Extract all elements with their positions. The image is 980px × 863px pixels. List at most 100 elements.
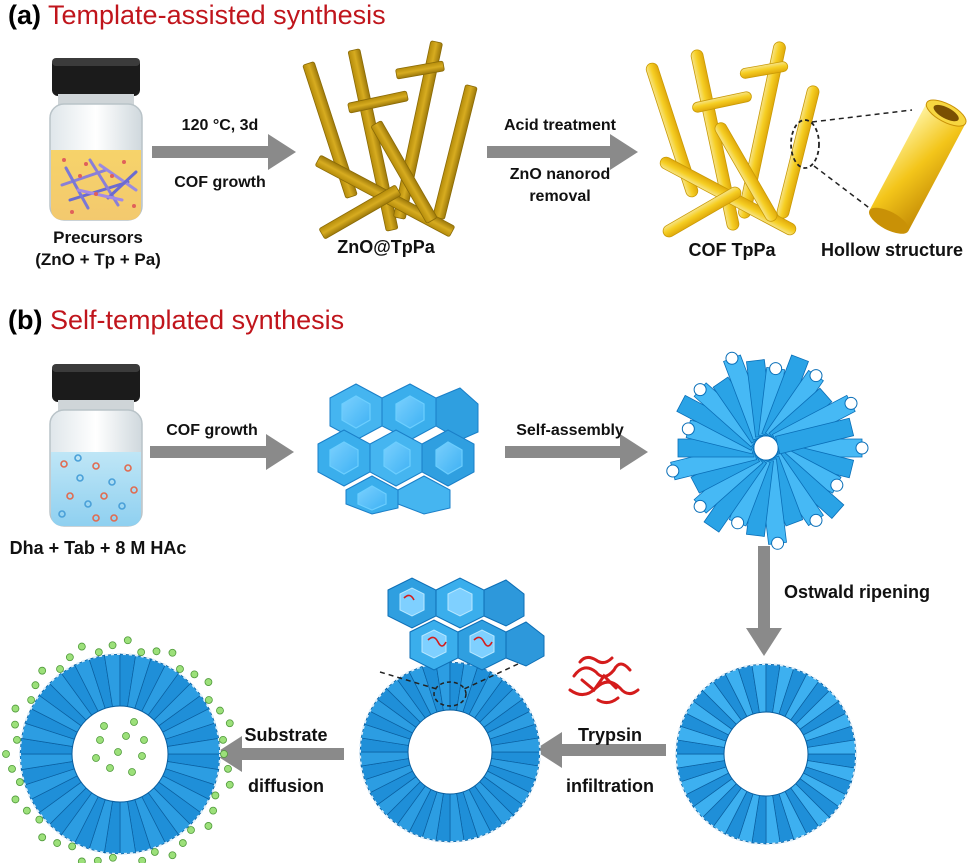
substrate-dot <box>122 732 130 740</box>
panel-a-tag: (a) <box>8 0 41 30</box>
sphere-pore <box>769 362 783 376</box>
substrate-dot <box>8 764 16 773</box>
arrow-b3 <box>746 546 782 656</box>
panel-a-title: (a) Template-assisted synthesis <box>8 0 386 31</box>
sphere-pore <box>693 499 707 513</box>
hollow-sphere-left <box>19 653 221 855</box>
sphere-pore <box>855 441 869 455</box>
substrate-dot <box>190 670 199 679</box>
substrate-dot <box>93 856 102 863</box>
substrate-dot <box>15 778 24 786</box>
substrate-dot <box>35 815 44 824</box>
substrate-dot <box>27 696 36 704</box>
substrate-dot <box>11 720 19 729</box>
substrate-dot <box>150 848 159 856</box>
substrate-dot <box>65 653 74 662</box>
zno-tppa-rods <box>302 40 478 239</box>
substrate-dot <box>109 853 117 862</box>
arrow-a2-top-label: Acid treatment <box>503 117 617 134</box>
substrate-dot <box>225 780 234 789</box>
substrate-dot <box>53 839 62 847</box>
substrate-dot <box>220 750 228 758</box>
arrow-b5 <box>214 736 344 772</box>
substrate-dots <box>2 636 234 863</box>
substrate-dot <box>38 833 47 842</box>
sphere-pore <box>725 351 739 365</box>
substrate-dot <box>204 822 213 830</box>
substrate-dot <box>224 764 232 773</box>
substrate-dot <box>106 764 114 772</box>
arrow-b2-label: Self-assembly <box>516 422 624 439</box>
zoom-circle <box>790 119 820 169</box>
sphere-core <box>754 436 778 460</box>
substrate-dot <box>92 754 100 762</box>
magnify-circle <box>433 681 467 707</box>
sphere-pore <box>830 478 844 492</box>
cof-crystal-cluster <box>317 383 479 515</box>
panel-a <box>49 40 967 239</box>
substrate-dot <box>96 736 104 744</box>
sphere-pore <box>693 383 707 397</box>
substrate-dot <box>11 795 20 804</box>
arrow-b3-label: Ostwald ripening <box>784 582 931 602</box>
panel-b-title: (b) Self-templated synthesis <box>8 305 344 336</box>
enzyme-loaded-cluster <box>387 577 545 671</box>
sphere-pore <box>809 369 823 383</box>
substrate-dot <box>204 678 213 686</box>
substrate-dot <box>114 748 122 756</box>
substrate-dot <box>211 791 220 800</box>
sphere-pore <box>809 513 823 527</box>
substrate-dot <box>152 647 161 656</box>
substrate-dot <box>68 842 77 851</box>
ring-outer-edge <box>675 663 857 845</box>
trypsin-enzyme-icon <box>568 655 640 705</box>
substrate-dot <box>2 750 10 758</box>
monomer-label: Dha + Tab + 8 M HAc <box>9 538 187 558</box>
ring-cavity <box>407 709 493 795</box>
sphere-pore <box>681 422 695 436</box>
substrate-dot <box>176 665 184 673</box>
substrate-dot <box>13 735 21 744</box>
arrow-a2-bottom-label-2: removal <box>529 188 591 205</box>
ring-outer-edge <box>19 653 221 855</box>
precursor-label-2: (ZnO + Tp + Pa) <box>35 250 161 269</box>
precursor-vial-icon <box>49 58 143 221</box>
sphere-pore <box>771 536 785 550</box>
substrate-dot <box>219 735 227 744</box>
arrow-b1 <box>150 434 294 470</box>
sphere-prism <box>775 417 855 455</box>
substrate-dot <box>38 666 47 675</box>
cof-tppa-tubes <box>645 41 820 238</box>
arrow-b4-top-label: Trypsin <box>577 725 643 745</box>
substrate-dot <box>22 806 31 815</box>
substrate-dot <box>138 856 147 863</box>
arrow-a1-top-label: 120 °C, 3d <box>181 117 259 134</box>
monomer-vial-icon <box>49 364 143 527</box>
substrate-dot <box>11 704 20 713</box>
substrate-dot <box>178 839 187 847</box>
substrate-dot <box>137 648 146 657</box>
precursor-label-1: Precursors <box>53 228 143 247</box>
hollow-sphere-middle <box>359 661 541 843</box>
ring-cavity <box>723 711 809 797</box>
arrow-b5-bottom-label: diffusion <box>248 776 324 796</box>
substrate-dot <box>128 768 136 776</box>
substrate-dot <box>168 648 177 657</box>
arrow-a1-bottom-label: COF growth <box>174 174 266 191</box>
substrate-dot <box>31 681 40 690</box>
substrate-dot <box>108 641 117 650</box>
panel-a-title-text: Template-assisted synthesis <box>48 0 386 30</box>
magnify-line-left <box>379 671 441 691</box>
arrow-b1-label: COF growth <box>166 422 258 439</box>
substrate-dot <box>138 752 146 760</box>
substrate-dot <box>100 722 108 730</box>
substrate-dot <box>187 826 195 834</box>
cof-tppa-label: COF TpPa <box>688 240 776 260</box>
sphere-pore <box>731 516 745 530</box>
panel-b <box>2 351 869 863</box>
substrate-dot <box>130 718 138 726</box>
magnify-line-right <box>461 663 519 691</box>
zoom-line-bottom <box>813 165 873 211</box>
substrate-dot <box>225 719 234 728</box>
